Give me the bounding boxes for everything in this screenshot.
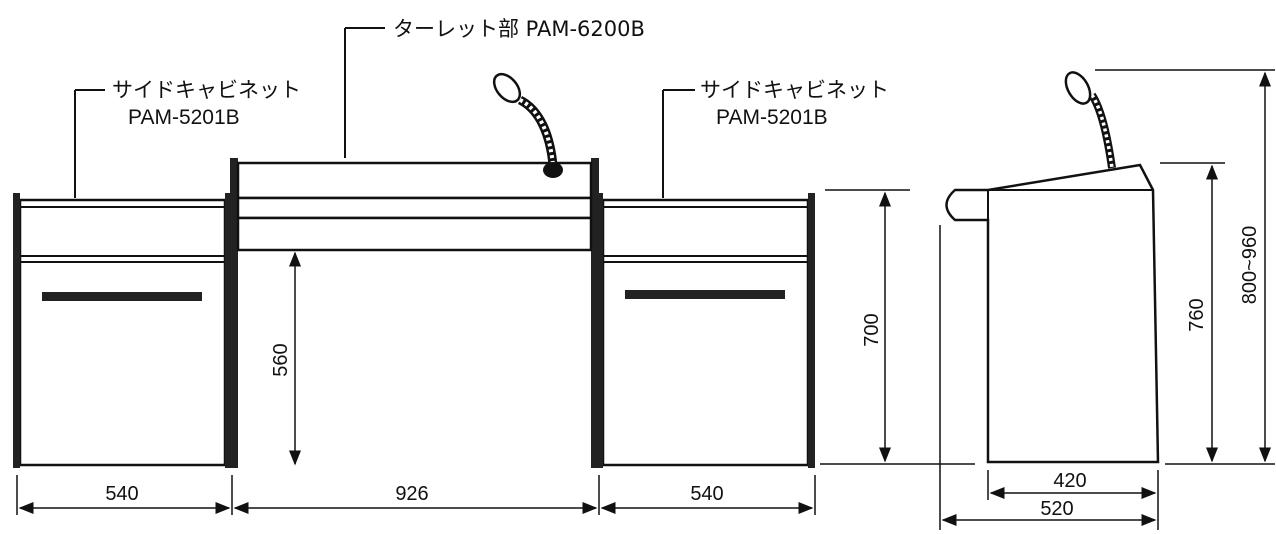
left-side-cabinet <box>13 193 232 468</box>
dim-center-width: 926 <box>395 483 428 505</box>
left-cabinet-name: サイドキャビネット <box>112 78 301 102</box>
leader-lines <box>74 27 695 198</box>
right-cabinet-vent-grille <box>625 290 785 299</box>
side-view-console <box>945 71 1160 464</box>
dim-side-depth-outer: 520 <box>1040 498 1073 520</box>
center-turret <box>230 72 599 468</box>
microphone <box>492 72 563 178</box>
dim-side-height-range: 800~960 <box>1239 226 1261 304</box>
turret-label: ターレット部 PAM-6200B <box>393 17 645 41</box>
right-cabinet-name: サイドキャビネット <box>700 78 889 102</box>
dim-height-700: 700 <box>861 313 883 346</box>
dim-right-width: 540 <box>690 483 723 505</box>
width-dimensions <box>16 475 816 515</box>
left-cabinet-vent-grille <box>42 292 202 301</box>
left-cabinet-model: PAM-5201B <box>128 106 240 129</box>
right-side-cabinet <box>596 193 815 468</box>
dim-side-depth-inner: 420 <box>1053 470 1086 492</box>
dim-side-height-760: 760 <box>1186 298 1208 331</box>
right-cabinet-model: PAM-5201B <box>716 106 828 129</box>
dim-knee-height: 560 <box>270 343 292 376</box>
dim-left-width: 540 <box>105 483 138 505</box>
height-700-dimension <box>820 189 975 465</box>
side-height-dimensions <box>1095 69 1275 465</box>
side-depth-dimensions <box>939 225 1159 530</box>
